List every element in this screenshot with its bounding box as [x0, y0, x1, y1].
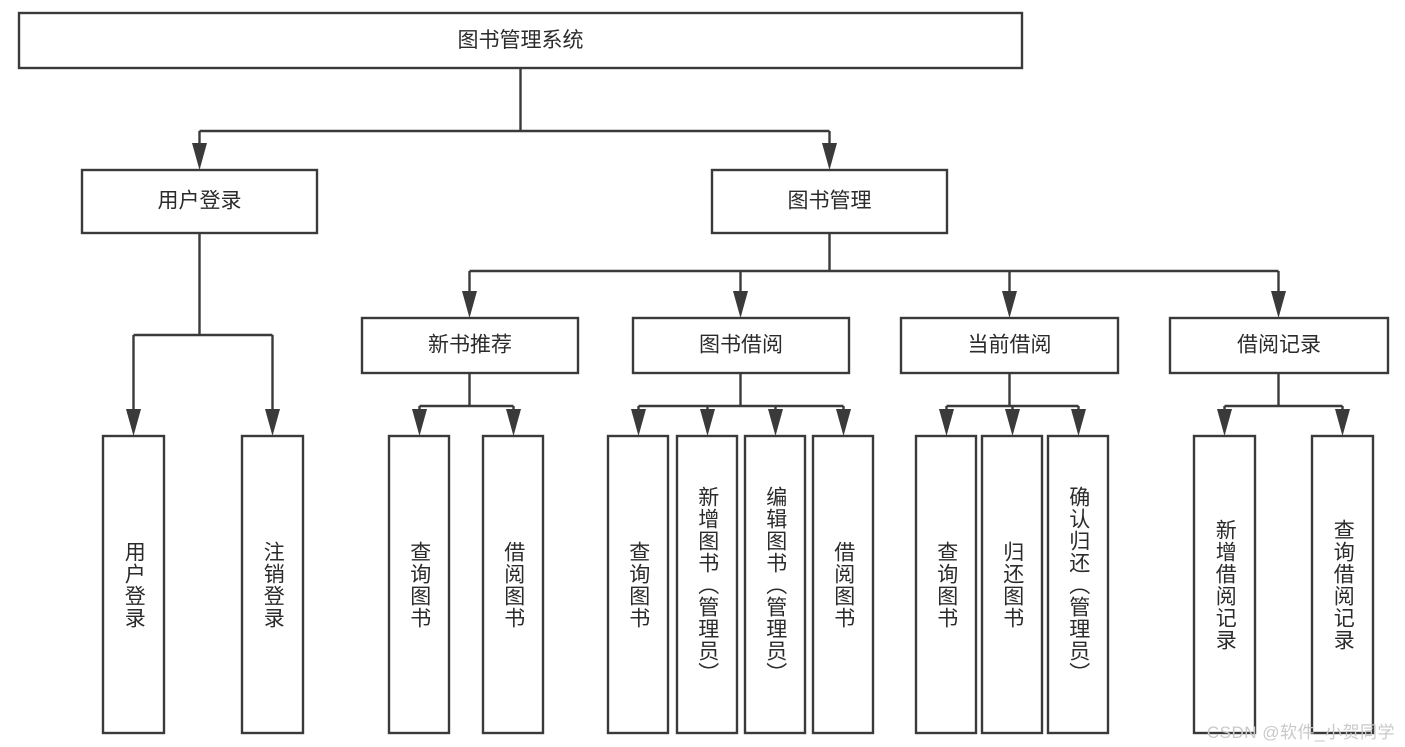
- arrow-to-leaf-borrow-book: [836, 409, 851, 436]
- node-leaf-add-book[interactable]: 新增图书（管理员）: [677, 436, 737, 733]
- node-current-borrow-rect[interactable]: [899, 316, 1120, 375]
- edge-current-borrow-to-leaves: [939, 373, 1086, 436]
- node-leaf-borrow-book-recommend[interactable]: 借阅图书: [483, 436, 543, 733]
- arrow-to-user-login: [192, 143, 207, 170]
- node-root-label: 图书管理系统: [458, 29, 584, 52]
- arrow-to-current-borrow: [1002, 291, 1017, 318]
- node-new-book-recommend[interactable]: 新书推荐: [360, 316, 580, 375]
- node-leaf-query-book-current-label: 查询图书: [934, 540, 958, 629]
- edge-new-book-to-leaves: [412, 373, 521, 436]
- watermark: CSDN @软件_小贺同学: [1206, 723, 1395, 742]
- node-leaf-confirm-return-rect[interactable]: [1046, 434, 1110, 735]
- node-leaf-query-book-borrow-rect[interactable]: [606, 434, 670, 735]
- node-leaf-borrow-book-recommend-rect[interactable]: [481, 434, 545, 735]
- node-leaf-borrow-book[interactable]: 借阅图书: [813, 436, 873, 733]
- node-leaf-edit-book[interactable]: 编辑图书（管理员）: [745, 436, 805, 733]
- node-leaf-query-book-recommend[interactable]: 查询图书: [389, 436, 449, 733]
- node-leaf-borrow-book-recommend-label: 借阅图书: [501, 540, 525, 629]
- node-borrow-record-label: 借阅记录: [1237, 334, 1321, 357]
- node-leaf-user-login-rect[interactable]: [101, 434, 166, 735]
- node-user-login[interactable]: 用户登录: [80, 168, 319, 235]
- node-root-rect[interactable]: [17, 11, 1024, 70]
- node-leaf-add-book-rect[interactable]: [675, 434, 739, 735]
- node-leaf-query-book-borrow[interactable]: 查询图书: [608, 436, 668, 733]
- node-leaf-query-book-current[interactable]: 查询图书: [916, 436, 976, 733]
- edge-user-login-to-leaves: [126, 233, 280, 436]
- arrow-to-leaf-confirm-return: [1071, 409, 1086, 436]
- node-leaf-query-borrow-record-label: 查询借阅记录: [1331, 518, 1355, 651]
- node-leaf-logout[interactable]: 注销登录: [242, 436, 303, 733]
- arrow-to-borrow-record: [1271, 291, 1286, 318]
- node-leaf-query-book-recommend-label: 查询图书: [407, 540, 431, 629]
- arrow-to-leaf-add-book: [700, 409, 715, 436]
- node-current-borrow[interactable]: 当前借阅: [899, 316, 1120, 375]
- node-leaf-borrow-book-label: 借阅图书: [831, 540, 855, 629]
- node-user-login-label: 用户登录: [158, 190, 242, 213]
- node-leaf-borrow-book-rect[interactable]: [811, 434, 875, 735]
- node-user-login-rect[interactable]: [80, 168, 319, 235]
- node-leaf-edit-book-rect[interactable]: [743, 434, 807, 735]
- arrow-to-leaf-query-book-current: [939, 409, 954, 436]
- node-leaf-return-book-rect[interactable]: [980, 434, 1044, 735]
- edge-borrow-record-to-leaves: [1217, 373, 1350, 436]
- arrow-to-leaf-query-book-recommend: [412, 409, 427, 436]
- node-leaf-user-login-label: 用户登录: [122, 540, 146, 629]
- arrow-to-leaf-logout: [265, 409, 280, 436]
- node-leaf-query-book-current-rect[interactable]: [914, 434, 978, 735]
- node-leaf-query-borrow-record[interactable]: 查询借阅记录: [1312, 436, 1373, 733]
- node-leaf-add-book-label: 新增图书（管理员）: [695, 485, 719, 684]
- arrow-to-new-book-recommend: [462, 291, 477, 318]
- node-leaf-add-borrow-record-label: 新增借阅记录: [1213, 518, 1237, 651]
- arrow-to-leaf-query-book-borrow: [631, 409, 646, 436]
- node-leaf-return-book-label: 归还图书: [1000, 540, 1024, 629]
- node-leaf-user-login[interactable]: 用户登录: [103, 436, 164, 733]
- node-leaf-query-book-borrow-label: 查询图书: [626, 540, 650, 629]
- node-leaf-return-book[interactable]: 归还图书: [982, 436, 1042, 733]
- edge-book-manage-to-level2: [462, 233, 1286, 318]
- node-leaf-logout-label: 注销登录: [261, 540, 285, 629]
- node-book-manage-rect[interactable]: [710, 168, 949, 235]
- arrow-to-leaf-query-borrow-record: [1335, 409, 1350, 436]
- node-leaf-logout-rect[interactable]: [240, 434, 305, 735]
- edge-layer: [126, 68, 1350, 436]
- node-book-borrow[interactable]: 图书借阅: [631, 316, 851, 375]
- arrow-to-book-borrow: [733, 291, 748, 318]
- node-book-borrow-label: 图书借阅: [699, 334, 783, 357]
- arrow-to-book-manage: [822, 143, 837, 170]
- node-leaf-confirm-return-label: 确认归还（管理员）: [1066, 485, 1090, 684]
- arrow-to-leaf-return-book: [1005, 409, 1020, 436]
- node-book-borrow-rect[interactable]: [631, 316, 851, 375]
- node-borrow-record-rect[interactable]: [1168, 316, 1390, 375]
- node-leaf-edit-book-label: 编辑图书（管理员）: [763, 485, 787, 684]
- edge-book-borrow-to-leaves: [631, 373, 851, 436]
- node-leaf-query-book-recommend-rect[interactable]: [387, 434, 451, 735]
- node-book-manage-label: 图书管理: [788, 190, 872, 213]
- node-leaf-query-borrow-record-rect[interactable]: [1310, 434, 1375, 735]
- arrow-to-leaf-edit-book: [768, 409, 783, 436]
- arrow-to-leaf-add-borrow-record: [1217, 409, 1232, 436]
- edge-root-to-level1: [192, 68, 837, 170]
- node-borrow-record[interactable]: 借阅记录: [1168, 316, 1390, 375]
- node-current-borrow-label: 当前借阅: [968, 334, 1052, 357]
- arrow-to-leaf-borrow-book-recommend: [506, 409, 521, 436]
- node-book-manage[interactable]: 图书管理: [710, 168, 949, 235]
- node-leaf-confirm-return[interactable]: 确认归还（管理员）: [1048, 436, 1108, 733]
- node-leaf-add-borrow-record-rect[interactable]: [1192, 434, 1257, 735]
- node-root[interactable]: 图书管理系统: [17, 11, 1024, 70]
- node-new-book-recommend-label: 新书推荐: [428, 334, 512, 357]
- leaf-rect-layer: [101, 434, 1375, 735]
- node-leaf-add-borrow-record[interactable]: 新增借阅记录: [1194, 436, 1255, 733]
- arrow-to-leaf-user-login: [126, 409, 141, 436]
- node-new-book-recommend-rect[interactable]: [360, 316, 580, 375]
